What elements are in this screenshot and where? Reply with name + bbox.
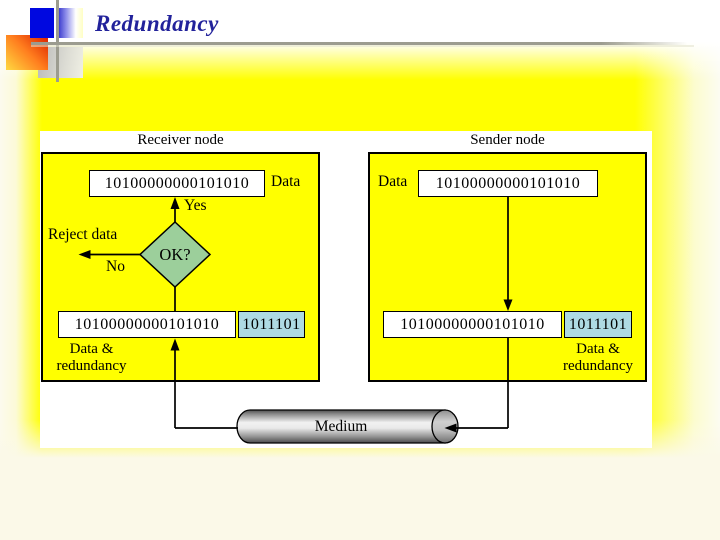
receiver-redundancy-bits-box: 1011101 (238, 311, 305, 338)
yes-label: Yes (184, 197, 207, 214)
sender-data-redundancy-label: Data & redundancy (551, 341, 645, 375)
sender-node-label: Sender node (470, 132, 545, 148)
receiver-node-label: Receiver node (137, 132, 224, 148)
sender-redundancy-bits-box: 1011101 (564, 311, 632, 338)
sender-data-redundancy-line1: Data & (576, 341, 620, 357)
decoration-bluefade-square (57, 8, 83, 38)
no-label: No (106, 258, 125, 275)
decoration-vertical-line (56, 0, 59, 82)
decoration-blue-square (30, 8, 54, 38)
medium-in-arrowhead (444, 423, 457, 433)
sender-payload-bits-box: 10100000000101010 (383, 311, 562, 338)
receiver-data-redundancy-line1: Data & (69, 341, 114, 357)
decoration-orange-square (6, 35, 48, 70)
slide-title: Redundancy (95, 11, 219, 36)
ok-diamond-label: OK? (159, 245, 191, 264)
receiver-payload-bits-box: 10100000000101010 (58, 311, 236, 338)
sender-data-bits-box: 10100000000101010 (418, 170, 598, 197)
diagram-panel: Receiver node Sender node (40, 131, 652, 448)
medium-label: Medium (314, 418, 368, 435)
receiver-data-label: Data (271, 173, 301, 190)
sender-data-label: Data (378, 173, 408, 190)
receiver-data-redundancy-label: Data & redundancy (46, 341, 137, 375)
title-underline (31, 42, 694, 45)
receiver-data-bits-box: 10100000000101010 (89, 170, 265, 197)
receiver-data-redundancy-line2: redundancy (56, 358, 127, 374)
sender-data-redundancy-line2: redundancy (563, 358, 633, 374)
reject-data-label: Reject data (48, 226, 118, 243)
